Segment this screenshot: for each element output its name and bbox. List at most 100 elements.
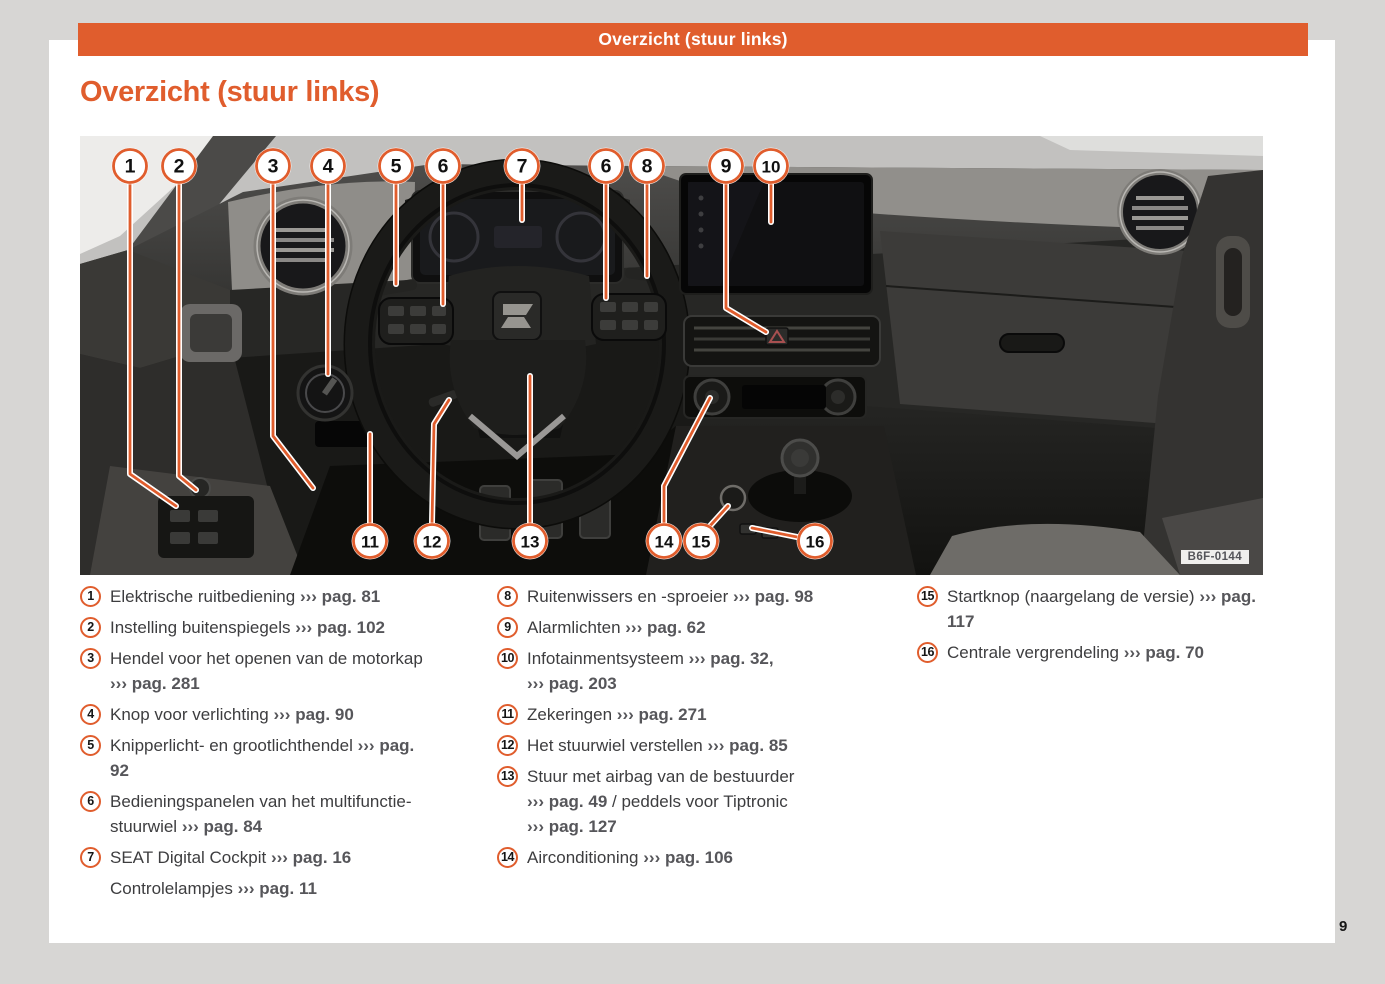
callout-8: 8 bbox=[628, 147, 666, 279]
infotainment-screen bbox=[679, 173, 873, 295]
svg-text:7: 7 bbox=[517, 156, 528, 178]
legend-item: 10 Infotainmentsysteem ››› pag. 32,››› pa… bbox=[497, 646, 869, 696]
legend-item: 3 Hendel voor het openen van de motorkap›… bbox=[80, 646, 448, 696]
legend-item: 13 Stuur met airbag van de bestuurder››› … bbox=[497, 764, 869, 839]
driver-airbag-pad bbox=[449, 340, 587, 435]
callout-1: 1 bbox=[111, 147, 179, 509]
legend-column-3: 15 Startknop (naargelang de versie) ››› p… bbox=[917, 584, 1293, 671]
legend-item-number: 8 bbox=[497, 586, 518, 607]
legend-item: 8 Ruitenwissers en -sproeier ››› pag. 98 bbox=[497, 584, 869, 609]
callout-6: 6 bbox=[424, 147, 462, 307]
seat-logo bbox=[492, 291, 542, 341]
legend-item-number: 16 bbox=[917, 642, 938, 663]
callout-16: 16 bbox=[749, 522, 834, 560]
svg-text:14: 14 bbox=[655, 533, 674, 552]
callout-14: 14 bbox=[645, 395, 713, 560]
svg-text:6: 6 bbox=[601, 156, 612, 178]
callout-15: 15 bbox=[682, 503, 731, 560]
legend-item-number: 5 bbox=[80, 735, 101, 756]
hazard-button bbox=[765, 327, 789, 346]
svg-text:12: 12 bbox=[423, 533, 442, 552]
legend-item: 7 SEAT Digital Cockpit ››› pag. 16 bbox=[80, 845, 448, 870]
callout-11: 11 bbox=[351, 431, 389, 560]
legend-item: Controlelampjes ››› pag. 11 bbox=[80, 876, 448, 901]
legend-item: 9 Alarmlichten ››› pag. 62 bbox=[497, 615, 869, 640]
callout-6: 6 bbox=[587, 147, 625, 301]
legend-item-text: Het stuurwiel verstellen ››› pag. 85 bbox=[527, 736, 788, 755]
legend-item-text: Airconditioning ››› pag. 106 bbox=[527, 848, 733, 867]
legend-item-number: 9 bbox=[497, 617, 518, 638]
svg-text:4: 4 bbox=[323, 156, 334, 178]
legend-item: 2 Instelling buitenspiegels ››› pag. 102 bbox=[80, 615, 448, 640]
gear-shifter-boot bbox=[748, 470, 852, 522]
legend-item-number: 4 bbox=[80, 704, 101, 725]
legend-item: 12 Het stuurwiel verstellen ››› pag. 85 bbox=[497, 733, 869, 758]
page-title: Overzicht (stuur links) bbox=[80, 76, 380, 108]
a-pillar bbox=[128, 136, 276, 250]
legend-item-text: Centrale vergrendeling ››› pag. 70 bbox=[947, 643, 1205, 662]
svg-text:11: 11 bbox=[361, 533, 379, 552]
passenger-door bbox=[1140, 170, 1263, 575]
legend-item-text: Controlelampjes ››› pag. 11 bbox=[110, 879, 317, 898]
svg-text:10: 10 bbox=[762, 158, 781, 177]
figure-code-label: B6F-0144 bbox=[1180, 550, 1249, 564]
legend-item: 14 Airconditioning ››› pag. 106 bbox=[497, 845, 869, 870]
legend-item-number: 3 bbox=[80, 648, 101, 669]
legend-item-text: Zekeringen ››› pag. 271 bbox=[527, 705, 707, 724]
legend-item: 11 Zekeringen ››› pag. 271 bbox=[497, 702, 869, 727]
header-tab-label: Overzicht (stuur links) bbox=[598, 29, 788, 49]
svg-text:8: 8 bbox=[642, 156, 653, 178]
legend-item-text: Alarmlichten ››› pag. 62 bbox=[527, 618, 706, 637]
light-switch-knob bbox=[296, 364, 354, 422]
callout-9: 9 bbox=[707, 147, 769, 335]
legend-item-number: 11 bbox=[497, 704, 518, 725]
svg-text:5: 5 bbox=[391, 156, 402, 178]
center-vents bbox=[683, 315, 881, 367]
callout-3: 3 bbox=[254, 147, 316, 491]
page-number: 9 bbox=[1339, 918, 1348, 935]
legend-item: 16 Centrale vergrendeling ››› pag. 70 bbox=[917, 640, 1293, 665]
svg-text:1: 1 bbox=[125, 156, 136, 178]
callout-13: 13 bbox=[511, 373, 549, 560]
legend-item: 15 Startknop (naargelang de versie) ››› p… bbox=[917, 584, 1293, 634]
svg-text:16: 16 bbox=[806, 533, 825, 552]
multifunction-buttons-right bbox=[591, 293, 667, 341]
legend-item: 1 Elektrische ruitbediening ››› pag. 81 bbox=[80, 584, 448, 609]
legend-item-text: SEAT Digital Cockpit ››› pag. 16 bbox=[110, 848, 352, 867]
callout-2: 2 bbox=[160, 147, 199, 493]
legend-item-number: 7 bbox=[80, 847, 101, 868]
legend-item-number: 13 bbox=[497, 766, 518, 787]
legend-item-number: 12 bbox=[497, 735, 518, 756]
callout-7: 7 bbox=[503, 147, 541, 223]
legend-item-text: Stuur met airbag van de bestuurder››› pa… bbox=[527, 767, 795, 836]
legend-item-number: 2 bbox=[80, 617, 101, 638]
legend-item-number: 14 bbox=[497, 847, 518, 868]
callout-12: 12 bbox=[413, 397, 452, 560]
header-tab: Overzicht (stuur links) bbox=[78, 23, 1308, 56]
legend-item-number: 6 bbox=[80, 791, 101, 812]
svg-text:9: 9 bbox=[721, 156, 732, 178]
svg-text:13: 13 bbox=[521, 533, 540, 552]
legend-item-number: 15 bbox=[917, 586, 938, 607]
legend-item-number: 1 bbox=[80, 586, 101, 607]
legend-item-text: Hendel voor het openen van de motorkap››… bbox=[110, 649, 423, 693]
legend-item-number: 10 bbox=[497, 648, 518, 669]
legend-column-2: 8 Ruitenwissers en -sproeier ››› pag. 98 9… bbox=[497, 584, 869, 876]
svg-text:6: 6 bbox=[438, 156, 449, 178]
callout-10: 10 bbox=[752, 147, 790, 225]
legend-item-text: Startknop (naargelang de versie) ››› pag… bbox=[947, 587, 1256, 631]
legend-item-text: Ruitenwissers en -sproeier ››› pag. 98 bbox=[527, 587, 814, 606]
callout-5: 5 bbox=[377, 147, 415, 287]
legend-item-text: Infotainmentsysteem ››› pag. 32,››› pag.… bbox=[527, 649, 774, 693]
legend-item-text: Instelling buitenspiegels ››› pag. 102 bbox=[110, 618, 385, 637]
callout-4: 4 bbox=[309, 147, 347, 377]
legend-item-text: Elektrische ruitbediening ››› pag. 81 bbox=[110, 587, 381, 606]
